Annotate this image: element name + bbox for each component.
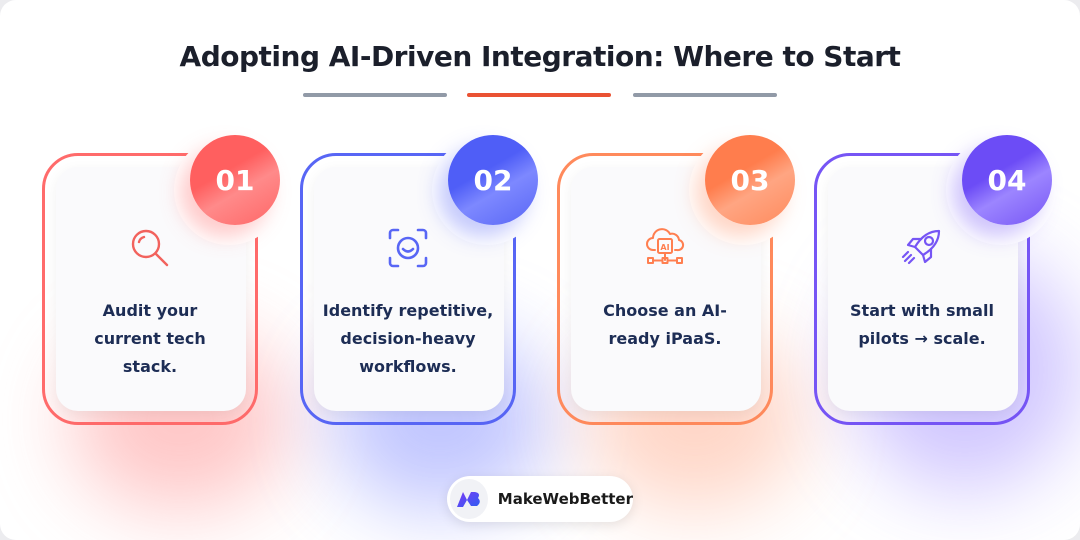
card-frame — [300, 153, 516, 425]
step-card-1: 01 Audit your current tech stack. — [42, 135, 284, 425]
card-frame — [814, 153, 1030, 425]
card-frame — [557, 153, 773, 425]
step-text: Identify repetitive, decision-heavy work… — [322, 301, 494, 376]
page-title: Adopting AI-Driven Integration: Where to… — [179, 40, 901, 73]
step-card-3: 03 AI Choose an AI-ready iPaaS. — [557, 135, 799, 425]
rocket-icon — [814, 223, 1030, 273]
divider-left — [303, 93, 447, 97]
step-card-2: 02 Identify repetitive, decision-heavy w… — [300, 135, 542, 425]
step-text: Audit your current tech stack. — [94, 301, 206, 376]
face-scan-icon — [300, 223, 516, 273]
step-card-4: 04 Start with small pilots → scale. — [814, 135, 1056, 425]
brand-name: MakeWebBetter — [497, 490, 633, 508]
step-number-badge: 04 — [962, 135, 1052, 225]
step-number-badge: 01 — [190, 135, 280, 225]
divider-center — [467, 93, 611, 97]
step-text: Start with small pilots → scale. — [850, 301, 994, 348]
step-number-badge: 02 — [448, 135, 538, 225]
brand-pill: MakeWebBetter — [447, 476, 633, 522]
divider-right — [633, 93, 777, 97]
step-number-badge: 03 — [705, 135, 795, 225]
card-frame — [42, 153, 258, 425]
magnifier-icon — [42, 223, 258, 273]
step-text: Choose an AI-ready iPaaS. — [603, 301, 727, 348]
brand-logo-icon — [450, 479, 488, 519]
ai-cloud-network-icon: AI — [557, 223, 773, 273]
svg-text:AI: AI — [660, 243, 669, 252]
